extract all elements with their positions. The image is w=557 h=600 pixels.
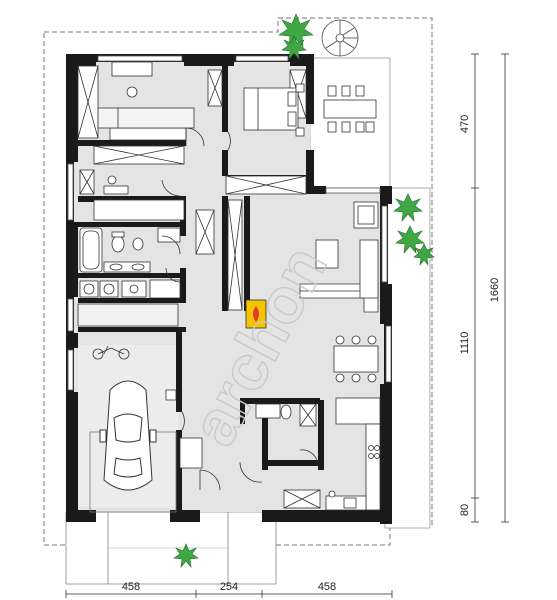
dimension-label: 458 — [122, 581, 140, 593]
dimension-label-overall: 1660 — [489, 278, 501, 302]
dimension-label: 1110 — [459, 332, 471, 355]
dimension-label: 458 — [318, 581, 336, 593]
plant-icon — [278, 13, 314, 48]
bed — [243, 83, 305, 137]
kitchen-units — [325, 397, 381, 511]
garage — [89, 345, 177, 513]
dimension-label: 470 — [459, 115, 471, 133]
doors — [161, 127, 319, 491]
terrace-dining-set — [323, 85, 377, 133]
storage-units — [77, 65, 321, 509]
bicycle — [92, 345, 130, 360]
bathroom-fixtures — [79, 227, 317, 427]
dimension-bottom — [65, 590, 393, 598]
dimension-label: 80 — [459, 504, 471, 516]
car — [99, 380, 157, 491]
plant-icon — [413, 243, 435, 267]
plant-icon — [395, 225, 425, 254]
plant-icon — [393, 193, 423, 222]
plant-icon — [173, 543, 199, 568]
study-furniture — [79, 169, 185, 221]
windows — [67, 55, 392, 391]
living-room-furniture — [299, 201, 379, 313]
dimension-label: 254 — [220, 581, 238, 593]
dimension-right — [471, 53, 509, 523]
dining-set — [333, 335, 379, 383]
plants — [173, 13, 435, 568]
plant-icon — [281, 35, 307, 60]
fireplace — [245, 299, 267, 329]
utility-appliances — [79, 280, 147, 298]
spiral-stair — [321, 19, 359, 57]
